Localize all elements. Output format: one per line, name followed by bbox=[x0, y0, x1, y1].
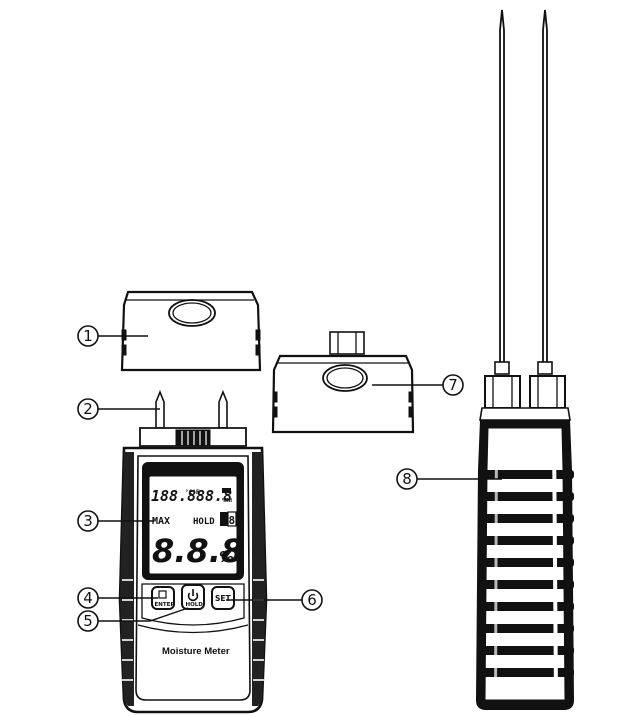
enter-button-label: ENTER bbox=[155, 602, 176, 608]
callout-4 bbox=[77, 587, 99, 609]
callout-8 bbox=[396, 468, 418, 490]
lcd-display: 188.8 °C°F 88.8 %RH MAX HOLD 8 8.8.8 % bbox=[151, 487, 243, 570]
callout-1 bbox=[77, 325, 99, 347]
enter-button[interactable]: ENTER bbox=[151, 586, 176, 610]
lcd-temp-reading: 188.8 bbox=[151, 487, 196, 505]
external-probe bbox=[476, 9, 574, 710]
callout-6-label: 6 bbox=[307, 591, 317, 609]
lcd-main-reading: 8.8.8 bbox=[152, 532, 243, 570]
button-panel: ENTER HOLD SET bbox=[151, 584, 235, 610]
callouts: 1 2 3 4 5 6 7 8 bbox=[77, 325, 502, 632]
hold-button-label: HOLD bbox=[186, 602, 204, 608]
set-button[interactable]: SET bbox=[211, 586, 235, 610]
callout-8-label: 8 bbox=[402, 470, 412, 488]
power-icon bbox=[187, 592, 199, 602]
set-button-label: SET bbox=[215, 594, 232, 603]
callout-5 bbox=[77, 610, 99, 632]
power-hold-button[interactable]: HOLD bbox=[181, 584, 205, 610]
protective-cap bbox=[120, 290, 262, 372]
callout-6 bbox=[301, 589, 323, 611]
callout-3 bbox=[77, 510, 99, 532]
callout-2 bbox=[77, 398, 99, 420]
lcd-max-label: MAX bbox=[152, 516, 170, 527]
lcd-mode-digit: 8 bbox=[229, 514, 236, 527]
lcd-percent-sign: % bbox=[219, 548, 234, 566]
battery-icon bbox=[222, 488, 231, 493]
callout-4-label: 4 bbox=[83, 589, 93, 607]
probe-connector-cap bbox=[271, 331, 415, 434]
lcd-rh-unit: %RH bbox=[222, 498, 232, 504]
callout-7 bbox=[442, 374, 464, 396]
lcd-hold-label: HOLD bbox=[193, 517, 215, 527]
callout-3-label: 3 bbox=[83, 512, 93, 530]
callout-5-label: 5 bbox=[83, 612, 93, 630]
mode-icon bbox=[158, 590, 167, 599]
lcd-temp-units: °C°F bbox=[185, 489, 200, 496]
callout-1-label: 1 bbox=[83, 327, 93, 345]
callout-7-label: 7 bbox=[448, 376, 458, 394]
brand-label: Moisture Meter bbox=[162, 646, 230, 657]
callout-2-label: 2 bbox=[83, 400, 93, 418]
lcd-mode-indicator bbox=[220, 512, 228, 526]
